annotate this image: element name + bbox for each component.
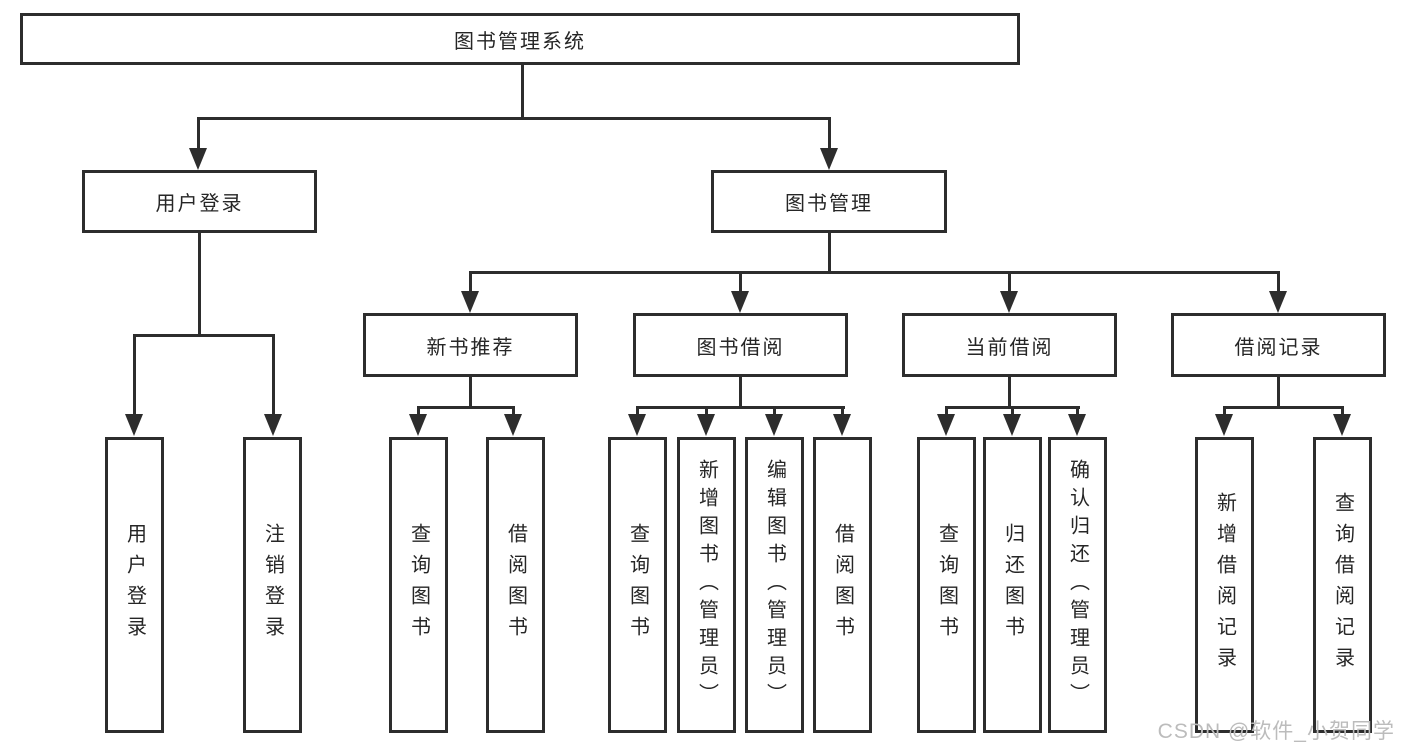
node-current-borrow: 当前借阅 xyxy=(902,313,1117,377)
node-label: 确认归还（管理员） xyxy=(1066,459,1089,711)
node-leaf-query-books-borrow: 查询图书 xyxy=(608,437,667,733)
node-book-borrow: 图书借阅 xyxy=(633,313,848,377)
connector-bookmgmt-bar xyxy=(469,271,1280,274)
connector-stem xyxy=(1008,377,1011,408)
connector-drop xyxy=(1011,406,1014,416)
node-label: 借阅图书 xyxy=(504,523,527,647)
watermark: CSDN @软件_小贺同学 xyxy=(1157,720,1395,743)
connector-drop-book-management xyxy=(828,117,831,149)
arrowhead-down-icon xyxy=(697,414,715,436)
connector-drop xyxy=(773,406,776,416)
arrowhead-down-icon xyxy=(937,414,955,436)
node-leaf-logout: 注销登录 xyxy=(243,437,302,733)
connector-drop xyxy=(469,271,472,292)
arrowhead-down-icon xyxy=(820,148,838,170)
node-label: 查询借阅记录 xyxy=(1331,492,1354,678)
connector-drop xyxy=(705,406,708,416)
arrowhead-down-icon xyxy=(1003,414,1021,436)
connector-stem xyxy=(739,377,742,408)
connector-userlogin-stem xyxy=(198,233,201,336)
connector-root-bar xyxy=(197,117,831,120)
node-new-book-recommend: 新书推荐 xyxy=(363,313,578,377)
arrowhead-down-icon xyxy=(189,148,207,170)
connector-drop xyxy=(1076,406,1079,416)
connector-stem xyxy=(1277,377,1280,408)
node-book-management: 图书管理 xyxy=(711,170,947,233)
connector-drop xyxy=(1341,406,1344,416)
connector-drop xyxy=(841,406,844,416)
connector-drop xyxy=(945,406,948,416)
connector-root-stem xyxy=(521,65,524,119)
connector-drop xyxy=(1008,271,1011,292)
node-leaf-add-borrow-record: 新增借阅记录 xyxy=(1195,437,1254,733)
arrowhead-down-icon xyxy=(731,291,749,313)
connector-drop xyxy=(272,334,275,415)
node-leaf-user-login: 用户登录 xyxy=(105,437,164,733)
node-leaf-query-borrow-record: 查询借阅记录 xyxy=(1313,437,1372,733)
arrowhead-down-icon xyxy=(409,414,427,436)
connector-drop xyxy=(636,406,639,416)
arrowhead-down-icon xyxy=(504,414,522,436)
arrowhead-down-icon xyxy=(1215,414,1233,436)
node-label: 查询图书 xyxy=(407,523,430,647)
arrowhead-down-icon xyxy=(1000,291,1018,313)
connector-drop xyxy=(739,271,742,292)
arrowhead-down-icon xyxy=(1333,414,1351,436)
node-label: 用户登录 xyxy=(123,523,146,647)
arrowhead-down-icon xyxy=(765,414,783,436)
node-leaf-query-books-current: 查询图书 xyxy=(917,437,976,733)
node-borrow-records: 借阅记录 xyxy=(1171,313,1386,377)
connector-drop xyxy=(1223,406,1226,416)
arrowhead-down-icon xyxy=(833,414,851,436)
connector-bar xyxy=(636,406,845,409)
node-root: 图书管理系统 xyxy=(20,13,1020,65)
connector-userlogin-bar xyxy=(133,334,275,337)
node-label: 新增图书（管理员） xyxy=(695,459,718,711)
node-leaf-query-books-recommend: 查询图书 xyxy=(389,437,448,733)
arrowhead-down-icon xyxy=(125,414,143,436)
arrowhead-down-icon xyxy=(628,414,646,436)
node-leaf-return-book: 归还图书 xyxy=(983,437,1042,733)
node-leaf-edit-book-admin: 编辑图书（管理员） xyxy=(745,437,804,733)
arrowhead-down-icon xyxy=(1068,414,1086,436)
node-label: 查询图书 xyxy=(935,523,958,647)
connector-bar xyxy=(417,406,515,409)
node-label: 借阅图书 xyxy=(831,523,854,647)
node-label: 注销登录 xyxy=(261,523,284,647)
node-label: 编辑图书（管理员） xyxy=(763,459,786,711)
arrowhead-down-icon xyxy=(461,291,479,313)
node-label: 归还图书 xyxy=(1001,523,1024,647)
arrowhead-down-icon xyxy=(1269,291,1287,313)
node-leaf-borrow-books-recommend: 借阅图书 xyxy=(486,437,545,733)
connector-drop xyxy=(512,406,515,416)
connector-drop-user-login xyxy=(197,117,200,149)
connector-bookmgmt-stem xyxy=(828,233,831,274)
node-label: 新增借阅记录 xyxy=(1213,492,1236,678)
node-label: 查询图书 xyxy=(626,523,649,647)
node-leaf-add-book-admin: 新增图书（管理员） xyxy=(677,437,736,733)
node-leaf-confirm-return-admin: 确认归还（管理员） xyxy=(1048,437,1107,733)
node-user-login: 用户登录 xyxy=(82,170,317,233)
arrowhead-down-icon xyxy=(264,414,282,436)
node-leaf-borrow-books: 借阅图书 xyxy=(813,437,872,733)
connector-drop xyxy=(417,406,420,416)
connector-bar xyxy=(1223,406,1344,409)
connector-drop xyxy=(133,334,136,415)
connector-stem xyxy=(469,377,472,408)
connector-drop xyxy=(1277,271,1280,292)
